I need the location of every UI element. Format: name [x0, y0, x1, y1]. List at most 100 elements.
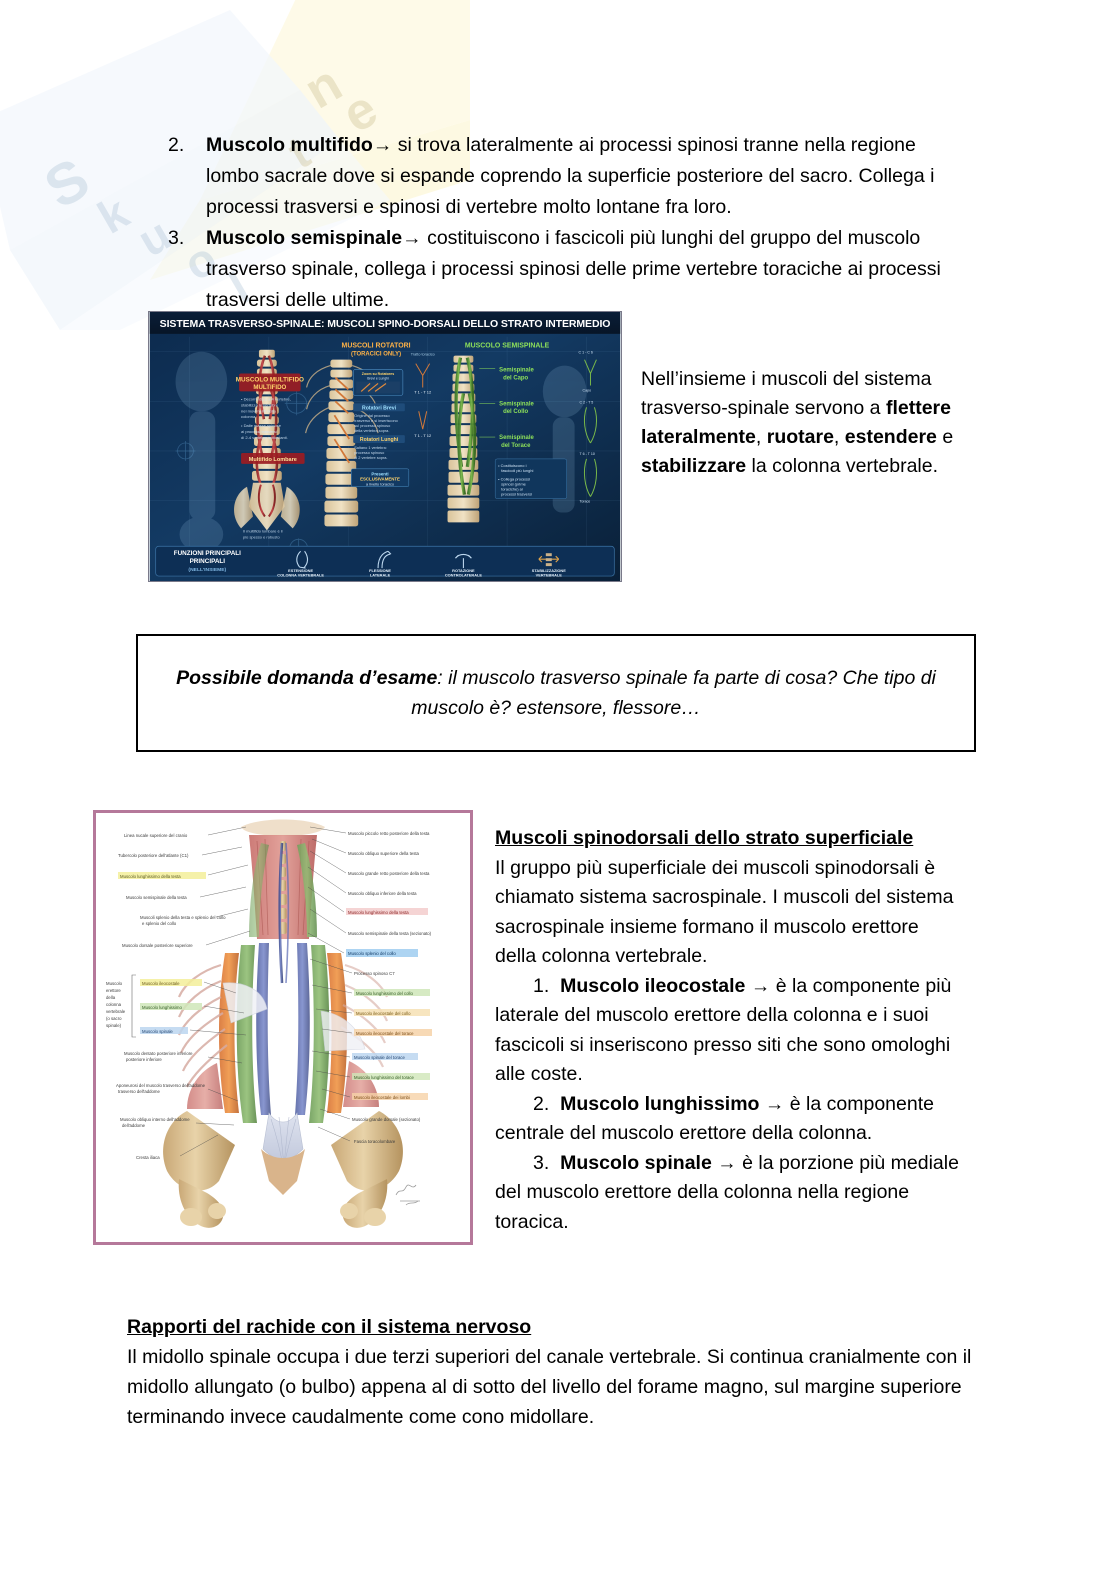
fig2-label-left-11: Aponeurosi del muscolo trasverso dell'ad… [116, 1083, 206, 1088]
svg-text:spinale): spinale) [106, 1023, 122, 1028]
figure-sacrospinale: Linea nucale superiore del cranio Tuberc… [93, 810, 473, 1245]
svg-text:C 1 - C 6: C 1 - C 6 [579, 351, 593, 355]
panel-rotatori-sub: (TORACICI ONLY) [351, 352, 401, 358]
svg-text:Brevi e Lunghi: Brevi e Lunghi [367, 376, 389, 380]
fig2-label-right-1: Muscolo obliquo superiore della testa [348, 851, 420, 856]
svg-text:COLONNA VERTEBRALE: COLONNA VERTEBRALE [277, 573, 324, 578]
panel-rotatori-title: MUSCOLI ROTATORI [342, 343, 411, 350]
svg-text:trasverso dell'addome: trasverso dell'addome [118, 1089, 161, 1094]
exam-question-box: Possibile domanda d’esame: il muscolo tr… [136, 634, 976, 752]
fig1-text-sep3: e [936, 426, 954, 448]
svg-text:ESTENSIONE: ESTENSIONE [288, 568, 313, 573]
svg-text:Saltano 1 vertebra:: Saltano 1 vertebra: [354, 445, 387, 450]
fig1-text-part2: la colonna vertebrale. [746, 455, 939, 477]
figure1-caption-title: SISTEMA TRASVERSO-SPINALE: MUSCOLI SPINO… [160, 318, 611, 330]
fig2-label-left-12: Muscolo obliquo interno dell'addome [120, 1117, 190, 1122]
svg-text:della vertebra sopra.: della vertebra sopra. [354, 428, 389, 433]
bottom-section: Rapporti del rachide con il sistema nerv… [127, 1312, 982, 1432]
svg-text:processi trasversi: processi trasversi [501, 492, 532, 497]
panel-multifido: MUSCOLO MULTIFIDO MULTIFIDO • Decorre da… [234, 349, 305, 539]
fig2-label-right-15: Fascia toracolombare [354, 1139, 396, 1144]
fig2-label-left-4: Muscoli splenio della testa e splenio de… [140, 915, 226, 920]
svg-text:T 6 - T 10: T 6 - T 10 [580, 452, 595, 456]
svg-text:T 1 - T 12: T 1 - T 12 [414, 433, 431, 438]
mid-list-item: 3. Muscolo spinale → è la porzione più m… [495, 1149, 965, 1238]
svg-text:posteriore inferiore: posteriore inferiore [126, 1057, 162, 1062]
semispinale-item-0-l1: Semispinale [499, 368, 534, 374]
fig1-text-bold4: stabilizzare [641, 455, 747, 477]
svg-text:trasverso e si inseriscono: trasverso e si inseriscono [354, 418, 398, 423]
svg-text:• Costituiscono i: • Costituiscono i [498, 463, 526, 468]
functions-title: FUNZIONI PRINCIPALI [174, 550, 241, 557]
mid-right-text: Muscoli spinodorsali dello strato superf… [495, 824, 965, 1237]
mid-item-text: è la componente centrale del muscolo ere… [495, 1092, 934, 1145]
svg-text:LATERALE: LATERALE [370, 573, 391, 578]
svg-text:CONTROLATERALE: CONTROLATERALE [445, 573, 482, 578]
svg-text:PRINCIPALI: PRINCIPALI [190, 558, 226, 565]
exam-question-lead: Possibile domanda d’esame [176, 667, 438, 689]
svg-text:processo spinoso: processo spinoso [354, 450, 384, 455]
figure-sacrospinale-image: Linea nucale superiore del cranio Tuberc… [96, 813, 470, 1242]
figure-trasverso-spinale: SISTEMA TRASVERSO-SPINALE: MUSCOLI SPINO… [148, 311, 622, 582]
svg-text:Tratto toracico: Tratto toracico [411, 353, 435, 357]
svg-text:• Decorre da 1 a 4 vertebre,: • Decorre da 1 a 4 vertebre, [241, 396, 291, 401]
mid-item-arrow: → [717, 1151, 737, 1174]
svg-text:sul processo spinoso: sul processo spinoso [354, 423, 390, 428]
svg-text:di 2-4 vertebre sottostanti.: di 2-4 vertebre sottostanti. [241, 435, 288, 440]
functions-subtitle: (NELL'INSIEME) [188, 567, 226, 573]
svg-text:vertebrale: vertebrale [106, 1009, 126, 1014]
svg-text:• Collega processi: • Collega processi [498, 477, 530, 482]
exam-question-body: : il muscolo trasverso spinale fa parte … [411, 667, 936, 719]
svg-text:• Dalle masse spinose: • Dalle masse spinose [241, 423, 282, 428]
svg-text:spinosi (prime: spinosi (prime [501, 482, 526, 487]
svg-text:Torace: Torace [580, 500, 591, 504]
svg-text:ROTAZIONE: ROTAZIONE [452, 568, 475, 573]
svg-text:della: della [106, 995, 116, 1000]
rotatori-item-0: Rotatori Brevi [362, 405, 397, 411]
svg-text:toraciche) ai: toraciche) ai [501, 487, 523, 492]
mid-item-arrow: → [750, 974, 771, 997]
svg-text:più spesso e robusto: più spesso e robusto [243, 534, 280, 539]
fig1-text-sep1: , [755, 426, 767, 448]
svg-text:Presenti: Presenti [371, 471, 388, 476]
fig2-label-left-8: Muscolo spinale [142, 1029, 173, 1034]
list-item-text: costituiscono i fascicoli più lunghi del… [206, 227, 941, 311]
fig2-label-left-3: Muscolo semispinale della testa [126, 895, 187, 900]
fig2-label-left-2: Muscolo lunghissimo della testa [120, 874, 181, 879]
list-item: 3. Muscolo semispinale→ costituiscono i … [168, 223, 960, 316]
svg-text:k: k [89, 186, 138, 244]
panel-semispinale-title: MUSCOLO SEMISPINALE [465, 343, 550, 350]
panel-rotatori: MUSCOLI ROTATORI (TORACICI ONLY) [305, 343, 435, 527]
svg-text:Capo: Capo [583, 388, 592, 392]
fig2-label-left-10: Muscolo dentato posteriore inferiore [124, 1051, 193, 1056]
bottom-body: Il midollo spinale occupa i due terzi su… [127, 1346, 972, 1428]
semispinale-item-2-l1: Semispinale [499, 435, 534, 441]
fig2-label-right-8: Muscolo lunghissimo del collo [356, 991, 413, 996]
svg-text:ESCLUSIVAMENTE: ESCLUSIVAMENTE [360, 477, 400, 482]
svg-text:colonna.: colonna. [241, 414, 256, 419]
fig2-label-right-5: Muscolo semispinale della testa (seziona… [348, 931, 432, 936]
list-item-body: Muscolo semispinale→ costituiscono i fas… [206, 223, 960, 316]
svg-text:C 2 - T 5: C 2 - T 5 [580, 400, 594, 404]
svg-text:(o sacro: (o sacro [106, 1016, 122, 1021]
fig2-label-right-12: Muscolo lunghissimo del torace [354, 1075, 415, 1080]
list-item-number: 3. [168, 227, 185, 249]
fig2-label-right-3: Muscolo obliquo inferiore della testa [348, 891, 417, 896]
rotatori-item-1: Rotatori Lunghi [360, 437, 399, 443]
mid-list-item: 2. Muscolo lunghissimo → è la componente… [495, 1090, 965, 1149]
fig1-text-sep2: , [833, 426, 845, 448]
list-item-term: Muscolo multifido [206, 134, 373, 156]
fig2-label-right-2: Muscolo grande retto posteriore della te… [348, 871, 430, 876]
svg-text:T 1 - T 12: T 1 - T 12 [414, 389, 431, 394]
fig2-label-left-6: Muscolo ileocostale [142, 981, 180, 986]
list-item-text: si trova lateralmente ai processi spinos… [206, 134, 935, 218]
fig2-label-left-7: Muscolo lunghissimo [142, 1005, 182, 1010]
fig1-text-bold2: ruotare [766, 426, 834, 448]
svg-text:VERTEBRALE: VERTEBRALE [536, 573, 563, 578]
svg-text:fascicoli più lunghi: fascicoli più lunghi [501, 468, 533, 473]
panel-semispinale: MUSCOLO SEMISPINALE [447, 343, 597, 523]
fig2-label-right-11: Muscolo spinale del torace [354, 1055, 405, 1060]
mid-item-number: 3. [533, 1151, 550, 1174]
fig2-label-right-7: Processo spinoso C7 [354, 971, 395, 976]
